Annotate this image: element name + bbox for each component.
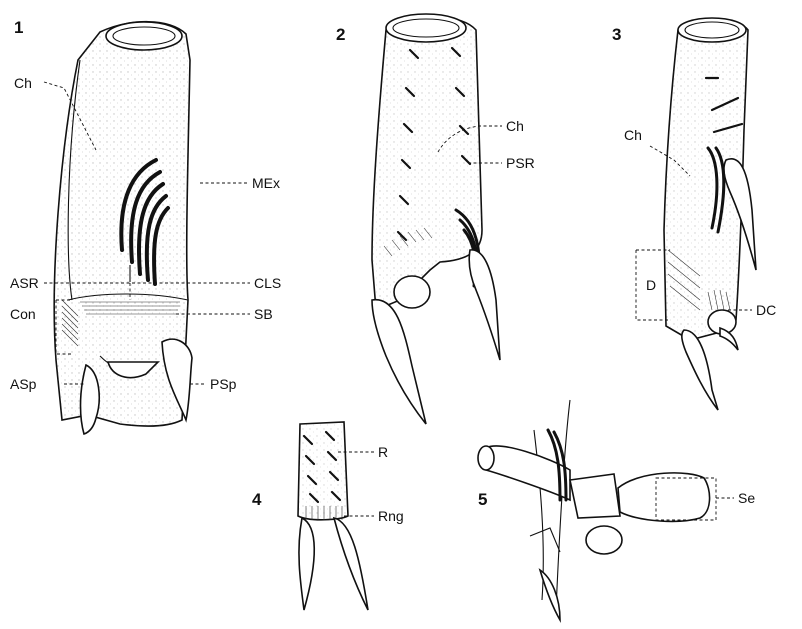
panel-1-label-cls: CLS xyxy=(254,275,281,291)
panel-4-label-rng: Rng xyxy=(378,508,404,524)
panel-1-label-asp: ASp xyxy=(10,376,37,392)
panel-5-label-se: Se xyxy=(738,490,755,506)
panel-3-number: 3 xyxy=(612,25,621,44)
panel-1-label-sb: SB xyxy=(254,306,273,322)
panel-3-label-d: D xyxy=(646,277,656,293)
panel-1-label-psp: PSp xyxy=(210,376,237,392)
panel-2-label-psr: PSR xyxy=(506,155,535,171)
panel-3-label-dc: DC xyxy=(756,302,776,318)
panel-1-label-mex: MEx xyxy=(252,175,280,191)
panel-1-label-asr: ASR xyxy=(10,275,39,291)
panel-4-number: 4 xyxy=(252,490,262,509)
panel-2-drawing xyxy=(372,14,500,424)
panel-4-label-r: R xyxy=(378,444,388,460)
panel-2-number: 2 xyxy=(336,25,345,44)
panel-2-label-ch: Ch xyxy=(506,118,524,134)
panel-1-number: 1 xyxy=(14,18,23,37)
panel-1-drawing xyxy=(54,22,192,434)
panel-1-label-con: Con xyxy=(10,306,36,322)
panel-1-label-ch: Ch xyxy=(14,75,32,91)
panel-3-drawing xyxy=(664,18,756,410)
panel-5-number: 5 xyxy=(478,490,487,509)
panel-5-drawing xyxy=(478,400,710,620)
panel-3-label-ch: Ch xyxy=(624,127,642,143)
